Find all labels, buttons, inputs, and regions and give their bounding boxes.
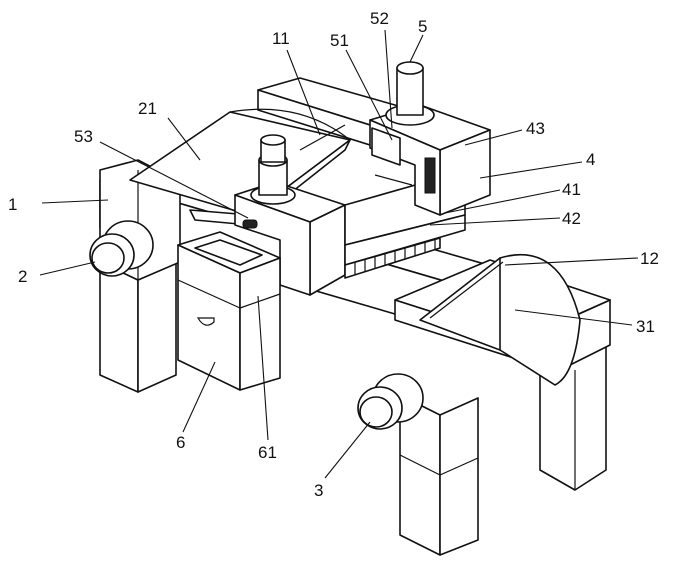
knob-3 bbox=[357, 373, 424, 430]
screw-53 bbox=[242, 219, 258, 229]
label-12: 12 bbox=[640, 249, 659, 268]
blade-teeth-42 bbox=[354, 238, 436, 274]
leader-lines bbox=[39, 29, 639, 479]
top-cylinder-5 bbox=[385, 61, 435, 126]
label-61: 61 bbox=[258, 443, 277, 462]
front-right-legs bbox=[399, 394, 479, 556]
lower-drum-31 bbox=[419, 253, 581, 386]
callout-labels: 1 2 3 4 5 6 11 12 21 31 41 42 43 51 52 5… bbox=[8, 9, 659, 500]
label-2: 2 bbox=[18, 267, 27, 286]
right-upper-block bbox=[369, 104, 491, 216]
label-42: 42 bbox=[562, 209, 581, 228]
center-cylinder bbox=[250, 134, 296, 205]
label-53: 53 bbox=[74, 127, 93, 146]
label-52: 52 bbox=[370, 9, 389, 28]
knob-2 bbox=[89, 220, 154, 277]
label-5: 5 bbox=[418, 17, 427, 36]
label-3: 3 bbox=[314, 481, 323, 500]
label-4: 4 bbox=[586, 150, 595, 169]
label-41: 41 bbox=[562, 180, 581, 199]
label-43: 43 bbox=[526, 119, 545, 138]
label-31: 31 bbox=[636, 317, 655, 336]
label-21: 21 bbox=[138, 99, 157, 118]
label-11: 11 bbox=[272, 29, 290, 48]
left-legs bbox=[99, 261, 177, 393]
label-51: 51 bbox=[330, 31, 349, 50]
collection-box bbox=[177, 231, 281, 391]
label-6: 6 bbox=[176, 433, 185, 452]
label-1: 1 bbox=[8, 195, 17, 214]
